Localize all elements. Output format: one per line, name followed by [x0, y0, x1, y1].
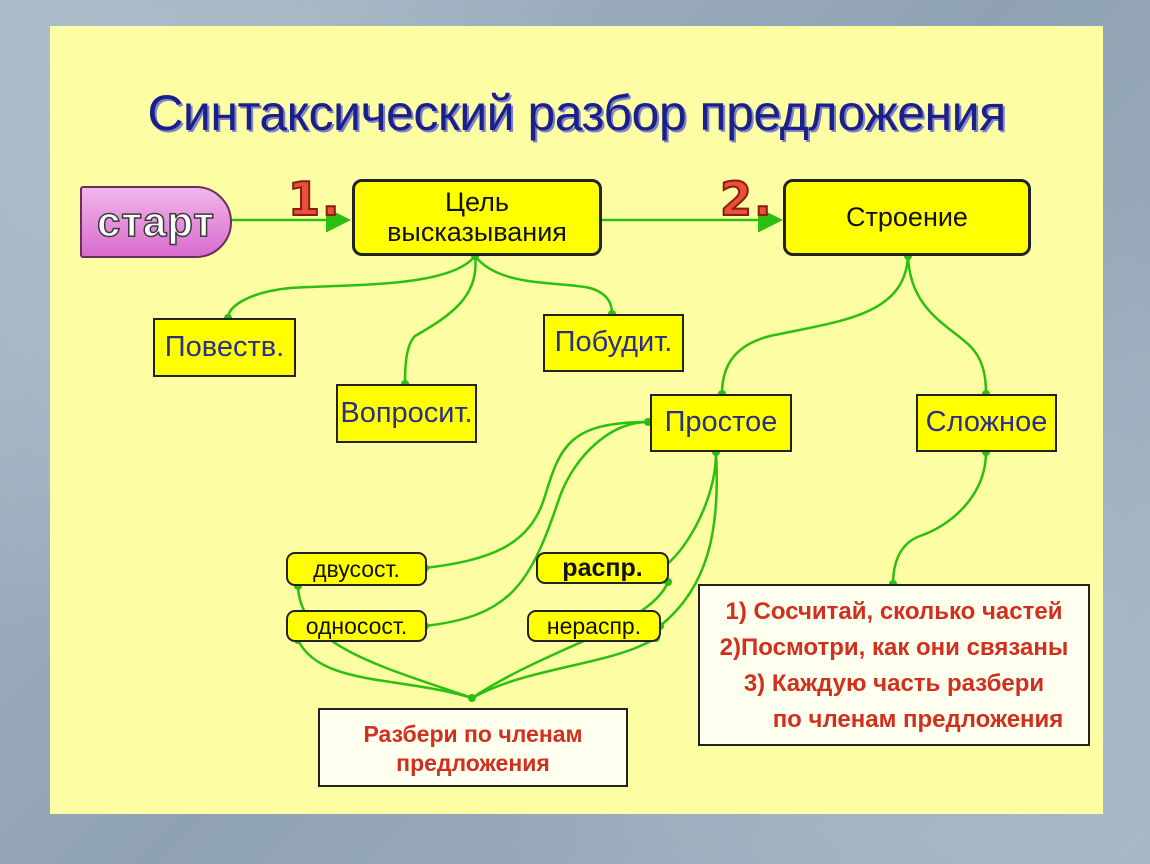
instruction-line-3: 3) Каждую часть разбери: [743, 670, 1045, 697]
node-narrative: Повеств.: [153, 318, 296, 377]
instruction-line-4: по членам предложения: [772, 706, 1064, 733]
parse-members-line-1: Разбери по членам: [363, 721, 583, 747]
line-twopart-parse: [296, 585, 473, 700]
pill-one-part: односост.: [286, 610, 427, 642]
slide: Синтаксический разбор предложения 1. 2. …: [50, 26, 1103, 814]
pill-two-part: двусост.: [286, 552, 427, 586]
node-purpose: Цель высказывания: [352, 179, 602, 256]
parse-members-box: Разбери по членам предложения: [318, 708, 628, 787]
page-title: Синтаксический разбор предложения: [147, 85, 1006, 141]
instruction-line-1: 1) Сосчитай, сколько частей: [725, 598, 1063, 625]
line-structure-simple: [720, 255, 910, 395]
pill-extended: распр.: [536, 552, 669, 584]
node-imperative: Побудит.: [543, 314, 684, 372]
line-nonextended-parse: [471, 636, 657, 700]
start-shape: старт: [80, 186, 232, 258]
instruction-line-2: 2)Посмотри, как они связаны: [719, 634, 1069, 661]
line-complex-instructions: [891, 451, 988, 585]
line-simple-twopart: [424, 420, 649, 570]
pill-non-extended: нераспр.: [527, 610, 661, 642]
line-structure-complex: [906, 255, 988, 395]
step-number-1: 1.: [287, 171, 342, 227]
node-simple: Простое: [650, 394, 792, 452]
line-simple-onepart: [424, 420, 649, 628]
node-structure: Строение: [783, 179, 1031, 256]
step-number-2: 2.: [719, 171, 774, 227]
complex-instructions-box: 1) Сосчитай, сколько частей 2)Посмотри, …: [698, 584, 1090, 746]
node-complex: Сложное: [916, 394, 1057, 452]
line-simple-nonextended: [659, 451, 719, 627]
parse-members-line-2: предложения: [396, 750, 550, 776]
line-purpose-narrative: [226, 255, 476, 319]
node-interrogative: Вопросит.: [336, 384, 477, 443]
line-purpose-imperative: [474, 255, 614, 315]
line-simple-extended: [664, 451, 718, 567]
line-onepart-parse: [296, 639, 473, 700]
line-purpose-interrogative: [403, 255, 477, 385]
